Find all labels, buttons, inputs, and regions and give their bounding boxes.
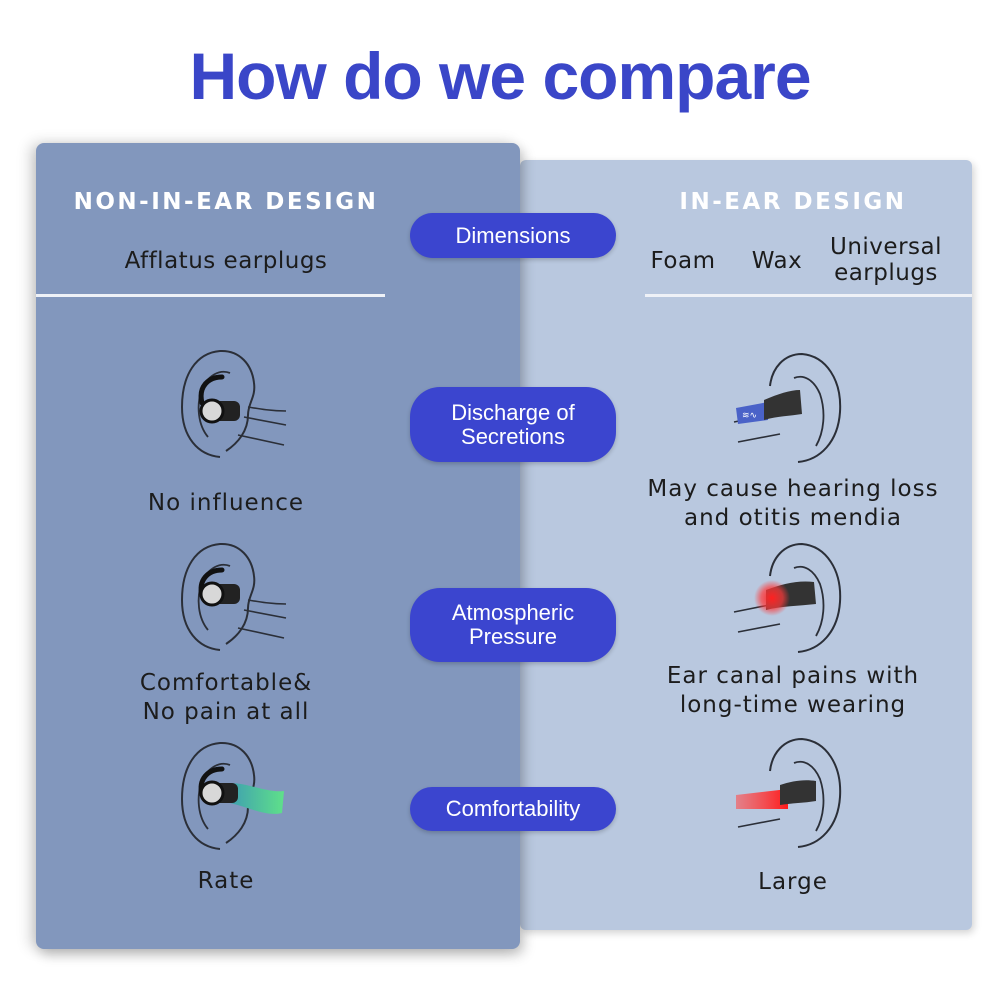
- in-ear-heading: IN-EAR DESIGN: [679, 189, 907, 215]
- ear-earplug-icon: [180, 349, 287, 458]
- ear-canal-pain-icon: [733, 542, 842, 653]
- foam-column-label: Foam: [650, 248, 716, 274]
- left-secretions-caption: No influence: [147, 490, 305, 516]
- right-secretions-caption: May cause hearing loss and otitis mendia: [647, 476, 939, 531]
- ear-earplug-icon: [180, 542, 287, 651]
- right-pressure-caption: Ear canal pains with long-time wearing: [666, 663, 920, 718]
- comfortability-pill: Comfortability: [410, 787, 616, 831]
- afflatus-product-label: Afflatus earplugs: [124, 248, 328, 274]
- discharge-of-secretions-pill: Discharge of Secretions: [410, 387, 616, 462]
- dimensions-pill: Dimensions: [410, 213, 616, 258]
- svg-text:≋∿: ≋∿: [742, 411, 757, 421]
- ear-canal-plug-icon: ≋∿: [733, 352, 842, 463]
- left-divider: [36, 294, 385, 297]
- page-title: How do we compare: [189, 39, 811, 113]
- left-pressure-caption: Comfortable& No pain at all: [139, 670, 313, 725]
- universal-earplugs-column-label: Universal earplugs: [830, 234, 942, 286]
- ear-canal-red-icon: [736, 737, 842, 848]
- atmospheric-pressure-pill: Atmospheric Pressure: [410, 588, 616, 662]
- right-comfort-caption: Large: [758, 869, 828, 895]
- right-divider: [645, 294, 972, 297]
- ear-earplug-green-icon: [180, 741, 284, 850]
- wax-column-label: Wax: [751, 248, 803, 274]
- non-in-ear-heading: NON-IN-EAR DESIGN: [73, 189, 379, 215]
- left-comfort-caption: Rate: [197, 868, 255, 894]
